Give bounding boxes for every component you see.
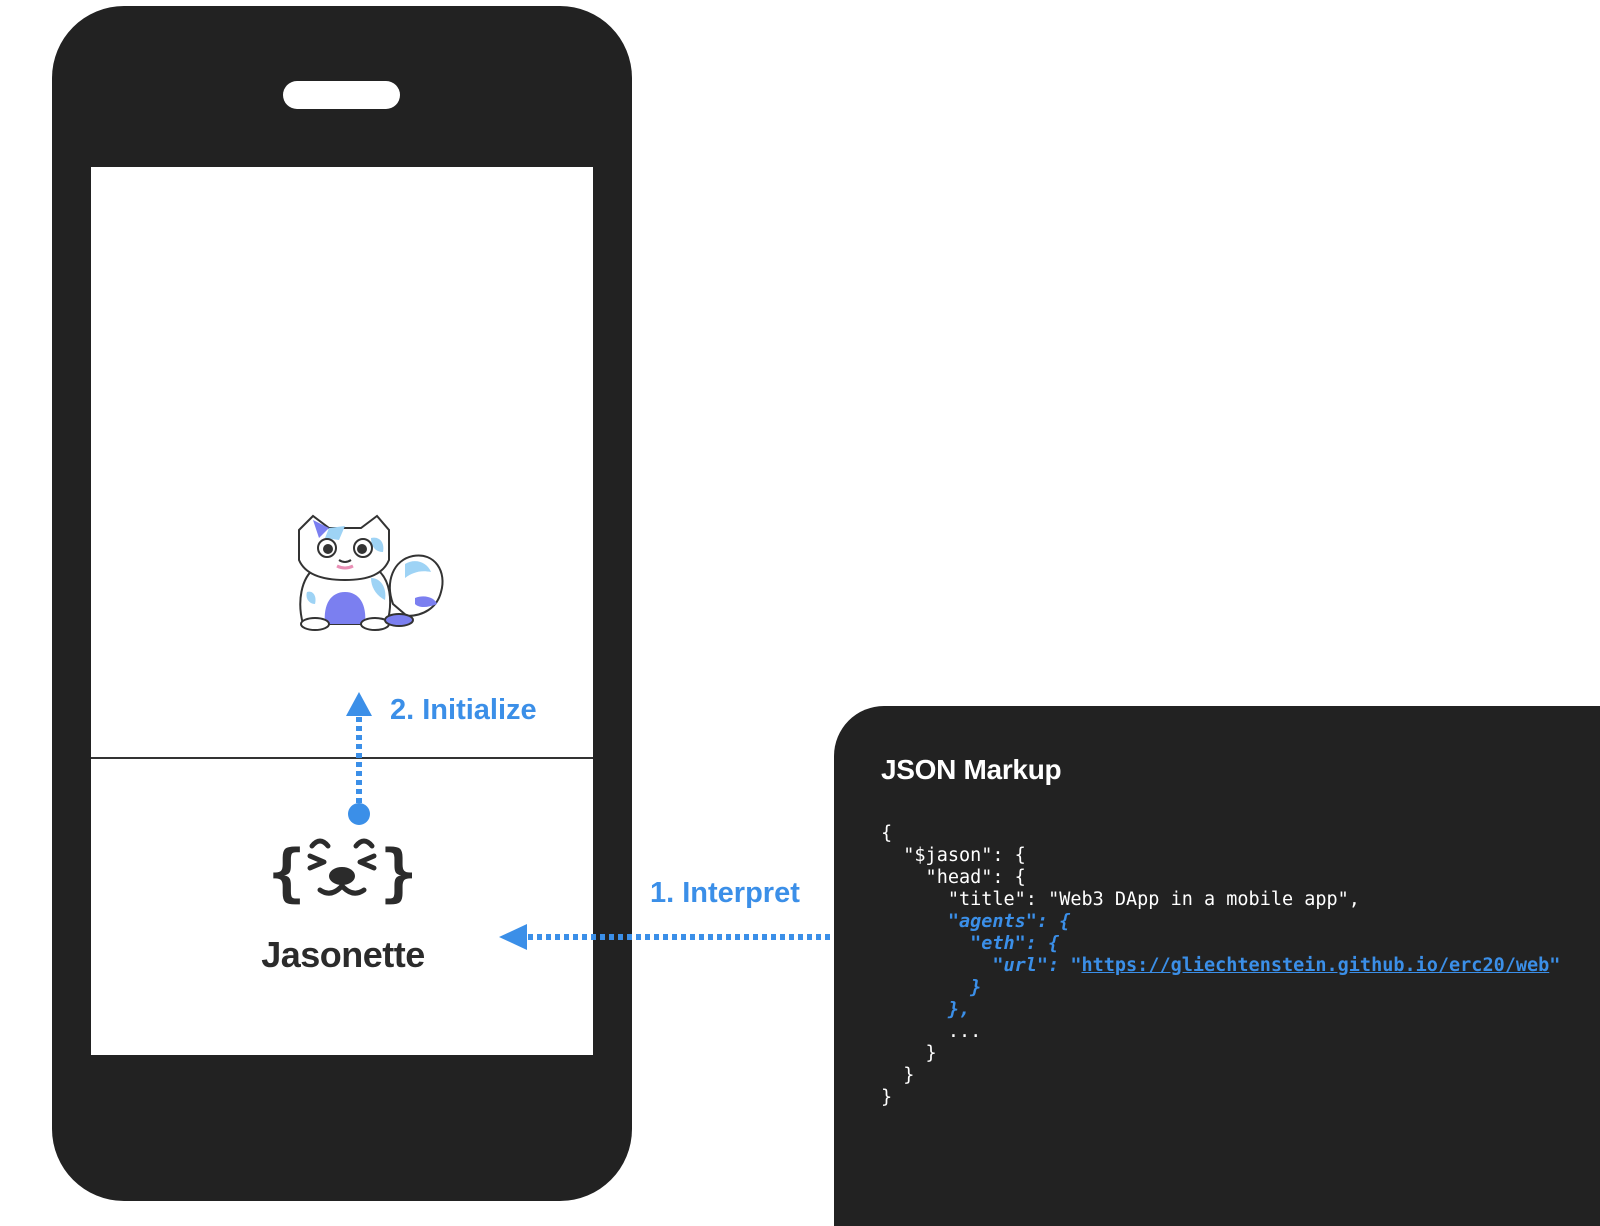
code-line: } bbox=[881, 1087, 893, 1108]
code-line-agents: "agents": { bbox=[881, 911, 1071, 932]
code-line: }, bbox=[881, 999, 971, 1020]
interpret-arrowhead bbox=[499, 924, 527, 950]
initialize-arrow bbox=[346, 692, 372, 825]
initialize-label: 2. Initialize bbox=[390, 694, 537, 726]
code-line-eth: "eth": { bbox=[881, 933, 1060, 954]
code-line-url-end: " bbox=[1549, 955, 1561, 976]
json-code-block: { "$jason": { "head": { "title": "Web3 D… bbox=[881, 823, 1560, 1109]
initialize-arrow-origin-dot bbox=[348, 803, 370, 825]
cryptokitty-icon bbox=[298, 514, 444, 631]
panel-title: JSON Markup bbox=[881, 754, 1062, 785]
initialize-arrowhead bbox=[346, 692, 372, 716]
erc20-url-link[interactable]: https://gliechtenstein.github.io/erc20/w… bbox=[1081, 955, 1550, 976]
code-line: { bbox=[881, 823, 893, 844]
svg-text:{: { bbox=[268, 836, 305, 909]
code-line-ellipsis: ... bbox=[881, 1021, 982, 1042]
interpret-label: 1. Interpret bbox=[650, 877, 800, 909]
jasonette-face-braces-icon: { } bbox=[268, 836, 417, 909]
code-line: "title": "Web3 DApp in a mobile app", bbox=[881, 889, 1360, 910]
phone-mockup: { } Jasonette bbox=[52, 6, 632, 1201]
phone-speaker bbox=[283, 81, 400, 109]
code-line: } bbox=[881, 1043, 937, 1064]
code-line: } bbox=[881, 977, 982, 998]
phone-screen: { } Jasonette bbox=[91, 167, 593, 1055]
json-markup-panel: JSON Markup { "$jason": { "head": { "tit… bbox=[834, 706, 1600, 1226]
code-line: "$jason": { bbox=[881, 845, 1026, 866]
code-line-url-key: "url": " bbox=[881, 955, 1082, 976]
jasonette-label: Jasonette bbox=[261, 934, 425, 975]
code-line: "head": { bbox=[881, 867, 1026, 888]
screen-divider bbox=[91, 757, 593, 759]
svg-text:}: } bbox=[380, 836, 417, 909]
code-line: } bbox=[881, 1065, 915, 1086]
